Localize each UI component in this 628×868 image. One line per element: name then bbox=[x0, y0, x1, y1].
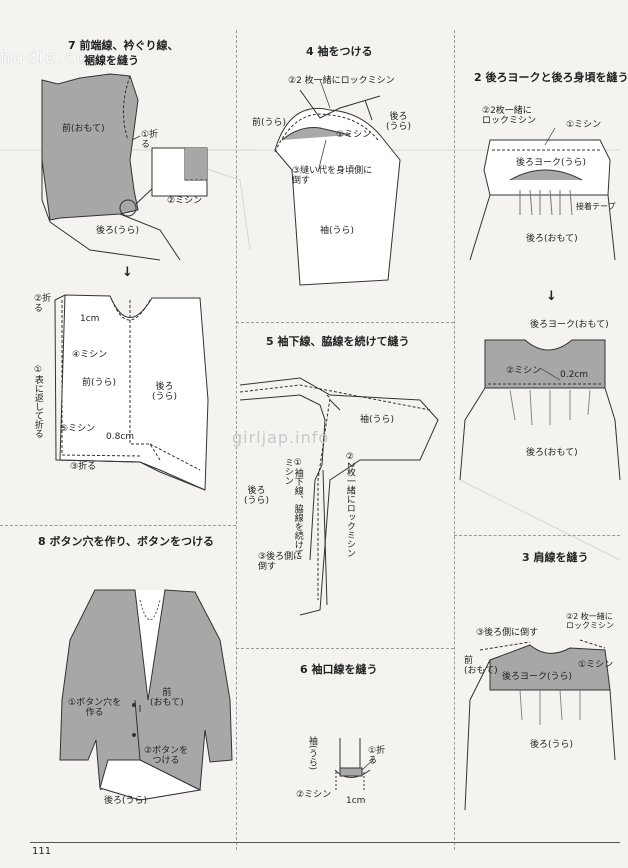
step3-title: 3 肩線を縫う bbox=[522, 551, 589, 564]
label-serge-2: ②2枚一緒に ロックミシン bbox=[482, 106, 537, 127]
label-yoke-ura-3: 後ろヨーク(うら) bbox=[502, 672, 573, 682]
step7-title-line1: 7 前端線、衿ぐり線、 bbox=[68, 39, 179, 52]
row-separator bbox=[236, 322, 454, 323]
watermark-middle: girljap.info bbox=[232, 428, 330, 447]
column-separator bbox=[236, 30, 237, 850]
label-back-ura-3: 後ろ(うら) bbox=[530, 740, 574, 750]
label-sewing: ②ミシン bbox=[167, 196, 203, 206]
label-yoke-ura: 後ろヨーク(うら) bbox=[516, 158, 587, 168]
watermark-top: hudie.com bbox=[0, 48, 108, 68]
label-sleeve-ura-6: 袖(うら) bbox=[306, 736, 317, 771]
label-press: ③縫い代を身頃側に 倒す bbox=[292, 166, 373, 187]
page-number: 111 bbox=[32, 846, 52, 857]
step3-shoulder bbox=[464, 639, 616, 811]
step7-lower-piece bbox=[54, 294, 209, 491]
step8-title: 8 ボタン穴を作り、ボタンをつける bbox=[38, 535, 215, 548]
row-separator bbox=[236, 648, 454, 649]
label-back-omote: 後ろ(おもて) bbox=[526, 234, 578, 244]
label-front-omote: 前(おもて) bbox=[62, 124, 105, 134]
label-1cm: 1cm bbox=[80, 314, 100, 324]
label-front-ura-4: 前(うら) bbox=[252, 118, 287, 128]
label-sewing-6: ②ミシン bbox=[296, 790, 332, 800]
label-front-ura: 前(うら) bbox=[82, 378, 117, 388]
label-fold-3: ③折る bbox=[70, 462, 97, 472]
label-serge-3: ②2 枚一緒に ロックミシン bbox=[566, 612, 614, 631]
label-serge-5: ②2枚一緒にロックミシン bbox=[344, 452, 355, 558]
label-button: ②ボタンを つける bbox=[144, 746, 189, 767]
label-press-back: ③後ろ側に 倒す bbox=[258, 552, 303, 573]
label-buttonhole: ①ボタン穴を 作る bbox=[68, 698, 122, 719]
step7-front-piece bbox=[41, 73, 208, 261]
step6-title: 6 袖口線を縫う bbox=[300, 663, 378, 676]
label-back-ura-8: 後ろ(うら) bbox=[104, 796, 148, 806]
label-sleeve-ura-5: 袖(うら) bbox=[360, 415, 395, 425]
label-back-ura: 後ろ(うら) bbox=[96, 226, 140, 236]
step6-cuff bbox=[334, 738, 371, 790]
label-fold: ①折る bbox=[141, 130, 159, 151]
label-1cm-6: 1cm bbox=[346, 796, 366, 806]
label-sewing-1: ①ミシン bbox=[336, 130, 372, 140]
down-arrow: ↓ bbox=[122, 265, 133, 280]
step4-sleeve bbox=[274, 89, 401, 286]
label-front-omote-3: 前 (おもて) bbox=[464, 656, 498, 677]
label-sewing-5: ⑤ミシン bbox=[60, 424, 96, 434]
footer-rule bbox=[30, 842, 620, 843]
label-back-omote-2: 後ろ(おもて) bbox=[526, 448, 578, 458]
column-separator bbox=[454, 30, 455, 850]
step2-yoke bbox=[469, 139, 616, 261]
label-front-omote-8: 前 (おもて) bbox=[150, 688, 184, 709]
label-sewing-2-1: ①ミシン bbox=[566, 120, 602, 130]
label-back-ura-lower: 後ろ (うら) bbox=[152, 382, 178, 403]
label-serge: ②2 枚一緒にロックミシン bbox=[288, 76, 395, 86]
down-arrow-2: ↓ bbox=[546, 289, 557, 304]
row-separator bbox=[0, 525, 236, 526]
step2-back bbox=[459, 339, 621, 481]
step7-title-line2: 裾線を縫う bbox=[84, 54, 139, 67]
step8-cardigan bbox=[59, 589, 233, 801]
step2-title: 2 後ろヨークと後ろ身頃を縫う bbox=[474, 71, 628, 84]
label-back-ura-5: 後ろ (うら) bbox=[244, 486, 270, 507]
step5-title: 5 袖下線、脇線を続けて縫う bbox=[266, 335, 410, 348]
label-08cm: 0.8cm bbox=[106, 432, 135, 442]
label-sewing-2-2: ②ミシン bbox=[506, 366, 542, 376]
label-02cm: 0.2cm bbox=[560, 370, 589, 380]
label-back-ura-4: 後ろ (うら) bbox=[386, 112, 412, 133]
label-press-3: ③後ろ側に倒す bbox=[476, 628, 539, 638]
step4-title: 4 袖をつける bbox=[306, 45, 373, 58]
label-tape: 接着テープ bbox=[576, 202, 616, 211]
row-separator bbox=[454, 535, 620, 536]
label-sewing-3: ①ミシン bbox=[578, 660, 614, 670]
label-fold-2: ②折る bbox=[34, 294, 52, 315]
label-yoke-omote: 後ろヨーク(おもて) bbox=[530, 320, 609, 330]
label-sew-continuous: ①袖下線、脇線を続けてミシン bbox=[282, 458, 303, 558]
label-sewing-4: ④ミシン bbox=[72, 350, 108, 360]
step5-side-seam bbox=[239, 377, 439, 616]
label-sleeve-ura: 袖(うら) bbox=[320, 226, 355, 236]
label-fold-out: ①表に返して折る bbox=[32, 365, 43, 438]
label-fold-6: ①折る bbox=[368, 746, 386, 767]
